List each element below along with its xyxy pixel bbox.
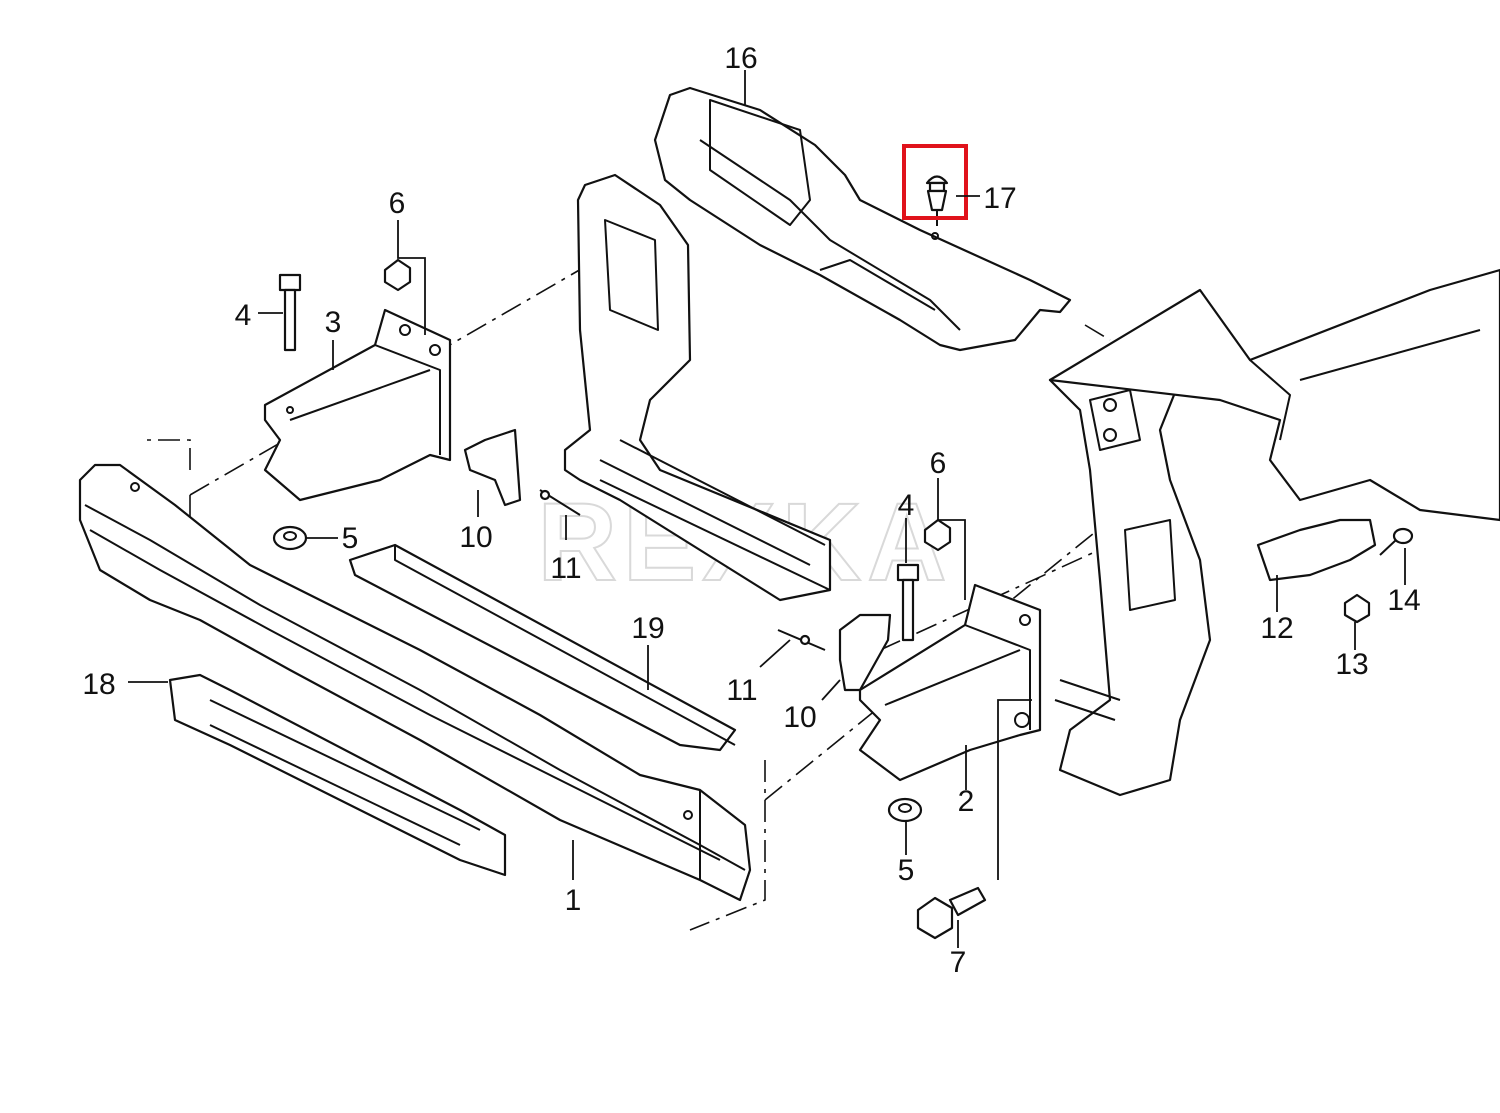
leader-lines (128, 70, 1406, 948)
part-10-clip-left (463, 428, 522, 507)
part-17-clip (925, 175, 949, 226)
lock-carrier-right (1048, 358, 1212, 797)
part-16-upper-cover (653, 86, 1072, 352)
callout-13: 13 (1335, 648, 1368, 681)
callout-14: 14 (1387, 584, 1420, 617)
callout-19: 19 (631, 612, 664, 645)
callout-4-left: 4 (235, 299, 252, 332)
part-2-bracket-right (858, 583, 1042, 782)
callout-10-right: 10 (783, 701, 816, 734)
part-5-nut-left (272, 525, 308, 551)
callout-3: 3 (325, 306, 342, 339)
callout-labels: 16 17 6 4 3 5 10 11 6 4 19 18 11 10 2 5 … (82, 42, 1420, 979)
part-4-bolt-right (896, 563, 920, 642)
part-12-bracket (1256, 518, 1377, 582)
callout-12: 12 (1260, 612, 1293, 645)
part-13-nut (1343, 593, 1371, 624)
part-18-absorber (168, 673, 507, 877)
callout-2: 2 (958, 785, 975, 818)
callout-16: 16 (724, 42, 757, 75)
part-19-strip (348, 543, 737, 752)
callout-5-right: 5 (898, 854, 915, 887)
callout-7: 7 (950, 946, 967, 979)
part-7-bolt (916, 886, 987, 940)
callout-17: 17 (983, 182, 1016, 215)
callout-5-left: 5 (342, 522, 359, 555)
callout-4-right: 4 (898, 489, 915, 522)
highlight-box (902, 144, 968, 220)
callout-6-right: 6 (930, 447, 947, 480)
callout-11-left: 11 (550, 552, 581, 585)
part-11-pin-right (777, 629, 826, 651)
part-11-pin-left (539, 489, 581, 516)
part-3-bracket-left (263, 308, 452, 502)
part-4-bolt-left (278, 273, 302, 352)
part-14-screw (1379, 527, 1414, 556)
callout-10-left: 10 (459, 521, 492, 554)
fender-panel (1048, 268, 1500, 522)
lock-carrier-center (563, 173, 832, 602)
part-5-nut-right (887, 797, 923, 823)
part-1-bumper-carrier (78, 463, 752, 902)
callout-11-right: 11 (726, 674, 757, 707)
callout-6-left: 6 (389, 187, 406, 220)
callout-1: 1 (565, 884, 582, 917)
part-10-clip-right (838, 613, 892, 692)
callout-18: 18 (82, 668, 115, 701)
part-6-nut-left (383, 258, 412, 292)
